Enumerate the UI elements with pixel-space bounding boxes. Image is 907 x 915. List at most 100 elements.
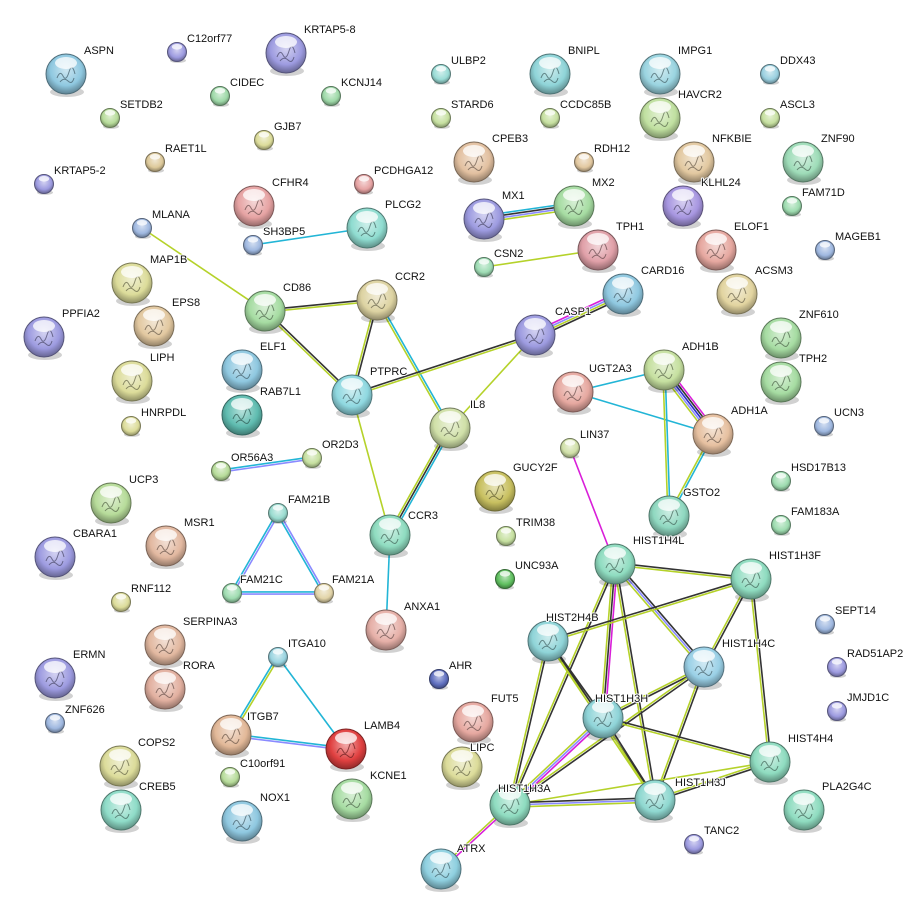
edge-UGT2A3-ADH1A[interactable] (572, 391, 714, 435)
node-GSTO2[interactable]: GSTO2 (648, 486, 721, 539)
node-ITGA10[interactable]: ITGA10 (268, 637, 327, 668)
node-HIST2H4B[interactable]: HIST2H4B (527, 611, 600, 664)
node-ELF1[interactable]: ELF1 (221, 340, 287, 393)
node-MLANA[interactable]: MLANA (132, 208, 192, 239)
node-HIST1H3F[interactable]: HIST1H3F (730, 549, 822, 602)
node-MX1[interactable]: MX1 (463, 189, 526, 242)
node-PLCG2[interactable]: PLCG2 (346, 198, 422, 251)
node-RAET1L[interactable]: RAET1L (145, 142, 208, 173)
edge-HIST4H4-HIST1H3A[interactable] (509, 761, 771, 806)
node-COPS2[interactable]: COPS2 (99, 736, 176, 789)
node-LAMB4[interactable]: LAMB4 (325, 719, 401, 772)
node-CSN2[interactable]: CSN2 (474, 247, 524, 278)
node-OR2D3[interactable]: OR2D3 (302, 438, 360, 469)
edge-FAM21B-FAM21A[interactable] (276, 512, 326, 594)
edge-HIST1H3H-HIST4H4[interactable] (602, 716, 771, 764)
node-GUCY2F[interactable]: GUCY2F (474, 461, 559, 514)
node-PCDHGA12[interactable]: PCDHGA12 (354, 164, 434, 195)
node-HIST1H3H[interactable]: HIST1H3H (582, 692, 649, 741)
edge-OR56A3-OR2D3[interactable] (220, 456, 313, 473)
node-FUT5[interactable]: FUT5 (452, 692, 520, 745)
node-MAP1B[interactable]: MAP1B (111, 253, 188, 306)
edge-HIST1H3F-HIST4H4[interactable] (749, 578, 772, 763)
edge-HIST1H4L-HIST1H3A[interactable] (508, 563, 617, 806)
node-RDH12[interactable]: RDH12 (574, 142, 631, 173)
edge-PTPRC-CASP1[interactable] (351, 333, 536, 397)
node-ITGB7[interactable]: ITGB7 (210, 710, 280, 758)
node-PPFIA2[interactable]: PPFIA2 (23, 307, 101, 360)
node-ZNF626[interactable]: ZNF626 (45, 703, 106, 734)
node-ATRX[interactable]: ATRX (420, 842, 487, 892)
node-KLHL24[interactable]: KLHL24 (662, 176, 742, 229)
node-KCNJ14[interactable]: KCNJ14 (321, 76, 383, 107)
node-CCR3[interactable]: CCR3 (369, 509, 439, 558)
edge-HIST1H4L-HIST1H4C[interactable] (612, 562, 707, 669)
node-SH3BP5[interactable]: SH3BP5 (243, 225, 306, 256)
node-RAD51AP2[interactable]: RAD51AP2 (827, 647, 904, 678)
node-UGT2A3[interactable]: UGT2A3 (552, 362, 633, 415)
node-STARD6[interactable]: STARD6 (431, 98, 495, 129)
node-JMJD1C[interactable]: JMJD1C (827, 691, 890, 722)
node-SERPINA3[interactable]: SERPINA3 (144, 615, 238, 668)
node-ANXA1[interactable]: ANXA1 (365, 600, 441, 653)
edge-HIST1H4L-HIST1H3F[interactable] (614, 562, 752, 581)
node-TPH1[interactable]: TPH1 (577, 220, 645, 273)
edge-LIN37-HIST1H4L[interactable] (569, 447, 616, 565)
node-GJB7[interactable]: GJB7 (254, 120, 303, 151)
node-FAM71D[interactable]: FAM71D (782, 186, 846, 217)
node-ULBP2[interactable]: ULBP2 (431, 54, 487, 85)
node-OR56A3[interactable]: OR56A3 (211, 451, 274, 482)
node-C12orf77[interactable]: C12orf77 (167, 32, 233, 63)
node-KRTAP5-2[interactable]: KRTAP5-2 (34, 164, 107, 195)
node-TRIM38[interactable]: TRIM38 (496, 516, 556, 547)
node-HIST1H4L[interactable]: HIST1H4L (594, 534, 685, 587)
node-HSD17B13[interactable]: HSD17B13 (771, 461, 847, 492)
node-ZNF90[interactable]: ZNF90 (782, 132, 856, 185)
edge-PTPRC-CCR3[interactable] (351, 394, 391, 536)
node-HIST4H4[interactable]: HIST4H4 (749, 732, 834, 785)
node-HNRPDL[interactable]: HNRPDL (121, 406, 187, 437)
edge-HIST1H4L-HIST1H3H[interactable] (600, 563, 618, 719)
edge-ADH1B-GSTO2[interactable] (662, 369, 671, 517)
node-UCP3[interactable]: UCP3 (90, 473, 159, 526)
edge-HIST2H4B-HIST1H3F[interactable] (547, 577, 752, 643)
node-TPH2[interactable]: TPH2 (760, 352, 828, 405)
node-EPS8[interactable]: EPS8 (133, 296, 201, 349)
edge-FAM21B-FAM21C[interactable] (230, 512, 280, 594)
node-ACSM3[interactable]: ACSM3 (716, 264, 794, 317)
node-KCNE1[interactable]: KCNE1 (331, 769, 408, 822)
node-MSR1[interactable]: MSR1 (145, 516, 216, 569)
node-CREB5[interactable]: CREB5 (100, 780, 177, 833)
edge-FAM21C-FAM21A[interactable] (232, 591, 324, 595)
node-FAM183A[interactable]: FAM183A (771, 505, 841, 536)
node-PTPRC[interactable]: PTPRC (331, 365, 408, 418)
node-CIDEC[interactable]: CIDEC (210, 76, 265, 107)
edge-HIST1H4L-HIST1H3J[interactable] (613, 563, 657, 801)
node-ASPN[interactable]: ASPN (45, 44, 115, 97)
node-MAGEB1[interactable]: MAGEB1 (815, 230, 882, 261)
node-NFKBIE[interactable]: NFKBIE (673, 132, 753, 185)
node-AHR[interactable]: AHR (429, 659, 473, 690)
node-IL8[interactable]: IL8 (429, 398, 486, 451)
node-IMPG1[interactable]: IMPG1 (639, 44, 713, 97)
edge-HIST1H3A-HIST1H3J[interactable] (509, 797, 656, 808)
node-BNIPL[interactable]: BNIPL (529, 44, 601, 97)
edge-HIST1H3H-HIST1H3A[interactable] (507, 715, 606, 808)
edge-CCR2-IL8[interactable] (375, 299, 452, 429)
node-SEPT14[interactable]: SEPT14 (815, 604, 877, 635)
node-ELOF1[interactable]: ELOF1 (695, 220, 770, 273)
node-FAM21C[interactable]: FAM21C (222, 573, 284, 604)
node-DDX43[interactable]: DDX43 (760, 54, 816, 85)
node-HIST1H3J[interactable]: HIST1H3J (634, 776, 727, 823)
node-C10orf91[interactable]: C10orf91 (220, 757, 286, 788)
node-LIPC[interactable]: LIPC (441, 741, 496, 790)
node-UCN3[interactable]: UCN3 (814, 406, 865, 437)
node-RNF112[interactable]: RNF112 (111, 582, 172, 613)
node-CPEB3[interactable]: CPEB3 (453, 132, 529, 185)
node-PLA2G4C[interactable]: PLA2G4C (783, 780, 873, 833)
node-HIST1H3A[interactable]: HIST1H3A (489, 782, 552, 828)
node-KRTAP5-8[interactable]: KRTAP5-8 (265, 23, 357, 76)
node-ZNF610[interactable]: ZNF610 (760, 308, 840, 361)
node-CARD16[interactable]: CARD16 (602, 264, 685, 317)
edge-HIST1H4C-HIST1H3J[interactable] (653, 666, 706, 801)
